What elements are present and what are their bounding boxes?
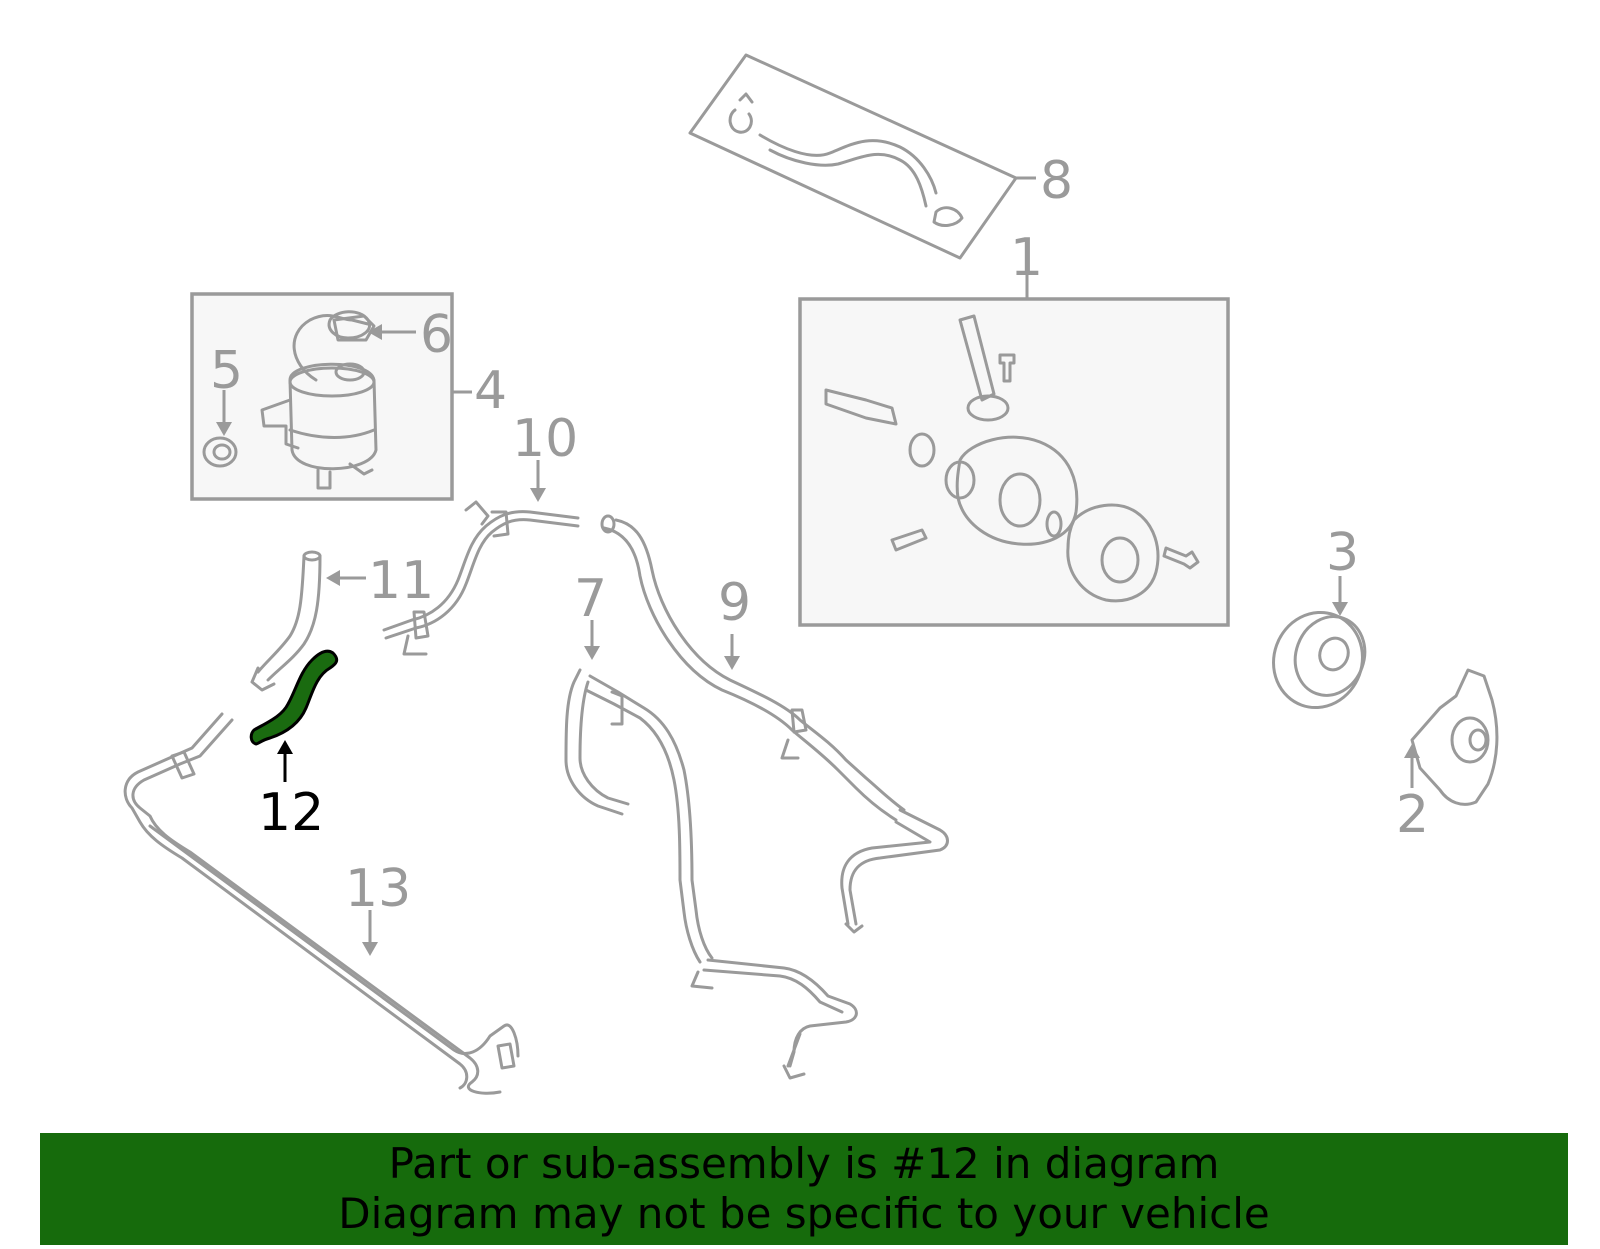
arrow-5 <box>216 422 232 436</box>
part-4-reservoir[interactable] <box>190 292 454 501</box>
banner-line-1: Part or sub-assembly is #12 in diagram <box>388 1139 1220 1188</box>
callout-6: 6 <box>420 305 453 365</box>
callout-2: 2 <box>1396 785 1429 845</box>
callout-4: 4 <box>474 361 507 421</box>
part-6-reservoir-cap[interactable] <box>327 310 371 340</box>
part-11-hose[interactable] <box>250 550 322 692</box>
callout-7: 7 <box>574 569 607 629</box>
part-8-return-hose-kit[interactable] <box>688 53 1018 260</box>
arrow-13 <box>362 942 378 956</box>
arrow-9 <box>724 656 740 670</box>
info-banner: Part or sub-assembly is #12 in diagram D… <box>40 1133 1568 1245</box>
part-10-pressure-line[interactable] <box>382 500 580 656</box>
part-1-power-steering-pump[interactable] <box>798 297 1230 627</box>
arrow-2 <box>1404 744 1420 758</box>
arrow-6 <box>368 324 382 340</box>
callout-1: 1 <box>1010 228 1043 288</box>
callout-12: 12 <box>258 783 324 843</box>
part-9-return-line[interactable] <box>600 514 949 934</box>
part-12-hose-highlighted[interactable] <box>249 649 339 746</box>
part-13-cooler-line[interactable] <box>123 712 520 1095</box>
part-7-pressure-hose[interactable] <box>564 668 858 1080</box>
arrow-11 <box>326 570 340 586</box>
callout-13: 13 <box>345 859 411 919</box>
arrow-3 <box>1332 602 1348 616</box>
part-2-bracket[interactable] <box>1410 668 1499 806</box>
part-5-grommet[interactable] <box>202 436 238 468</box>
callout-3: 3 <box>1326 523 1359 583</box>
arrow-12 <box>277 740 293 754</box>
callout-10: 10 <box>512 409 578 469</box>
part-3-pulley[interactable] <box>1260 600 1376 720</box>
callout-8: 8 <box>1040 151 1073 211</box>
arrow-10 <box>530 488 546 502</box>
arrow-7 <box>584 646 600 660</box>
callout-9: 9 <box>718 573 751 633</box>
callout-5: 5 <box>210 341 243 401</box>
callout-11: 11 <box>368 551 434 611</box>
banner-line-2: Diagram may not be specific to your vehi… <box>338 1189 1270 1238</box>
